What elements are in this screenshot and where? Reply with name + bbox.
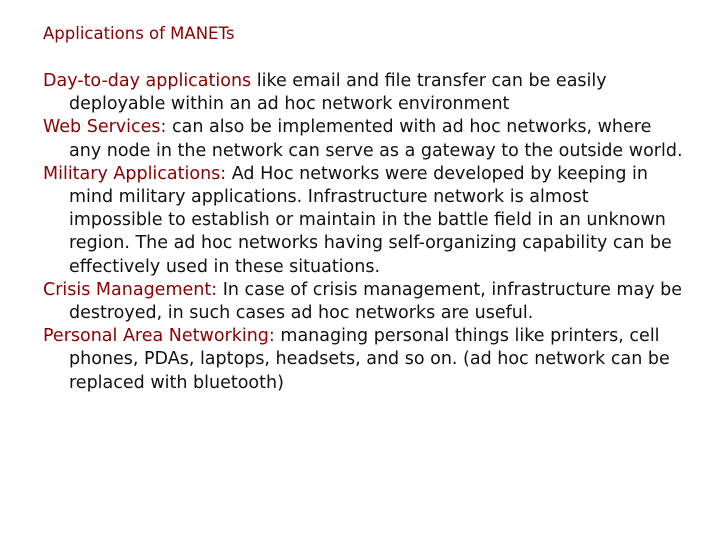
application-item-day-to-day: Day-to-day applications like email and f… bbox=[43, 70, 683, 116]
item-description: Ad Hoc networks were developed by keepin… bbox=[69, 163, 672, 277]
item-description: In case of crisis management, infrastruc… bbox=[69, 279, 682, 324]
item-term: Web Services: bbox=[43, 117, 167, 138]
item-term: Crisis Management: bbox=[43, 279, 218, 300]
item-term: Day-to-day applications bbox=[43, 71, 252, 91]
item-description: like email and file transfer can be easi… bbox=[69, 71, 607, 115]
item-description: can also be implemented with ad hoc netw… bbox=[69, 117, 683, 161]
application-item-military: Military Applications: Ad Hoc networks w… bbox=[43, 163, 683, 279]
item-term: Personal Area Networking: bbox=[43, 326, 275, 347]
slide-title: Applications of MANETs bbox=[43, 24, 235, 43]
item-term: Military Applications: bbox=[43, 163, 227, 184]
application-item-crisis-management: Crisis Management: In case of crisis man… bbox=[43, 279, 683, 325]
application-item-web-services: Web Services: can also be implemented wi… bbox=[43, 116, 683, 162]
item-description: managing personal things like printers, … bbox=[69, 326, 670, 393]
application-list: Day-to-day applications like email and f… bbox=[43, 70, 683, 395]
application-item-personal-area-networking: Personal Area Networking: managing perso… bbox=[43, 325, 683, 395]
